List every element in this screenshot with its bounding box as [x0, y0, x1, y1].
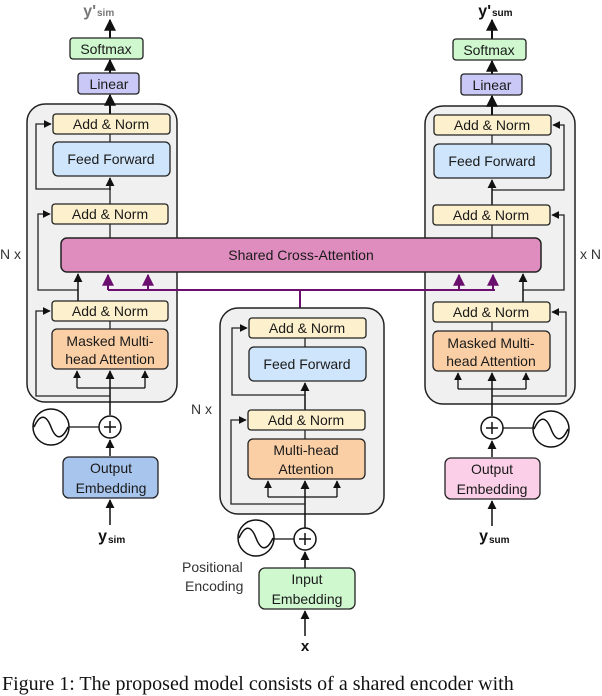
positional-encoding-line1: Positional — [182, 559, 243, 575]
left-add-norm-bottom-label: Add & Norm — [72, 303, 148, 319]
left-add-norm-top — [52, 113, 171, 135]
left-decoder: y' sim Softmax Linear Add & Norm Feed Fo… — [0, 3, 178, 546]
left-masked-attention-line2: head Attention — [65, 351, 155, 367]
left-repeat-label: N x — [0, 246, 21, 262]
right-masked-attention-line1: Masked Multi- — [447, 335, 534, 351]
encoder-add-norm-top — [248, 317, 367, 339]
right-feed-forward-label: Feed Forward — [448, 153, 535, 169]
shared-cross-attention: Shared Cross-Attention — [60, 237, 542, 308]
right-softmax-label: Softmax — [463, 42, 514, 58]
left-softmax-label: Softmax — [80, 41, 131, 57]
right-add-norm-mid-label: Add & Norm — [453, 207, 529, 223]
shared-cross-attention-box — [60, 237, 542, 273]
left-feed-forward — [52, 141, 171, 177]
right-linear-label: Linear — [473, 77, 512, 93]
input-embedding — [258, 567, 356, 610]
right-decoder: y' sum Softmax Linear Add & Norm Feed Fo… — [424, 3, 601, 546]
input-embedding-line2: Embedding — [272, 591, 343, 607]
encoder-repeat-label: N x — [191, 401, 212, 417]
left-masked-attention-line1: Masked Multi- — [66, 333, 153, 349]
right-masked-attention — [432, 330, 551, 372]
encoder-feed-forward — [248, 346, 367, 382]
left-output-sub: sim — [97, 8, 114, 19]
right-feed-forward — [433, 143, 552, 179]
left-output-label: y' — [83, 3, 96, 20]
left-embedding-line1: Output — [90, 460, 132, 476]
encoder-attention-line1: Multi-head — [273, 442, 338, 458]
encoder-input-label: x — [301, 638, 310, 655]
left-masked-attention — [51, 328, 169, 370]
right-output-embedding — [444, 457, 541, 500]
encoder-attention-line2: Attention — [278, 461, 333, 477]
left-input-sub: sim — [108, 535, 125, 546]
left-feed-forward-label: Feed Forward — [67, 151, 154, 167]
right-masked-attention-line2: head Attention — [446, 353, 536, 369]
encoder-attention — [247, 438, 366, 480]
left-output-embedding — [62, 456, 159, 499]
encoder-add-norm-bottom — [247, 409, 366, 431]
figure-caption: Figure 1: The proposed model consists of… — [2, 673, 514, 695]
positional-encoding-line2: Encoding — [185, 578, 243, 594]
right-repeat-label: x N — [580, 246, 601, 262]
right-output-sub: sum — [492, 8, 513, 19]
shared-cross-attention-label: Shared Cross-Attention — [228, 247, 374, 263]
encoder-add-norm-top-label: Add & Norm — [269, 320, 345, 336]
right-embedding-line2: Embedding — [457, 481, 528, 497]
right-add-norm-top-label: Add & Norm — [454, 117, 530, 133]
encoder: Add & Norm Feed Forward Add & Norm Multi… — [182, 307, 385, 655]
left-embedding-line2: Embedding — [76, 480, 147, 496]
right-output-label: y' — [478, 3, 491, 20]
left-input-label: y — [98, 528, 107, 545]
right-input-label: y — [479, 528, 488, 545]
right-add-norm-bottom-label: Add & Norm — [453, 304, 529, 320]
left-add-norm-top-label: Add & Norm — [73, 116, 149, 132]
right-input-sub: sum — [489, 535, 510, 546]
right-embedding-line1: Output — [471, 461, 513, 477]
encoder-feed-forward-label: Feed Forward — [263, 356, 350, 372]
input-embedding-line1: Input — [291, 571, 322, 587]
left-add-norm-mid-label: Add & Norm — [72, 206, 148, 222]
left-linear-label: Linear — [90, 76, 129, 92]
encoder-add-norm-bottom-label: Add & Norm — [268, 412, 344, 428]
